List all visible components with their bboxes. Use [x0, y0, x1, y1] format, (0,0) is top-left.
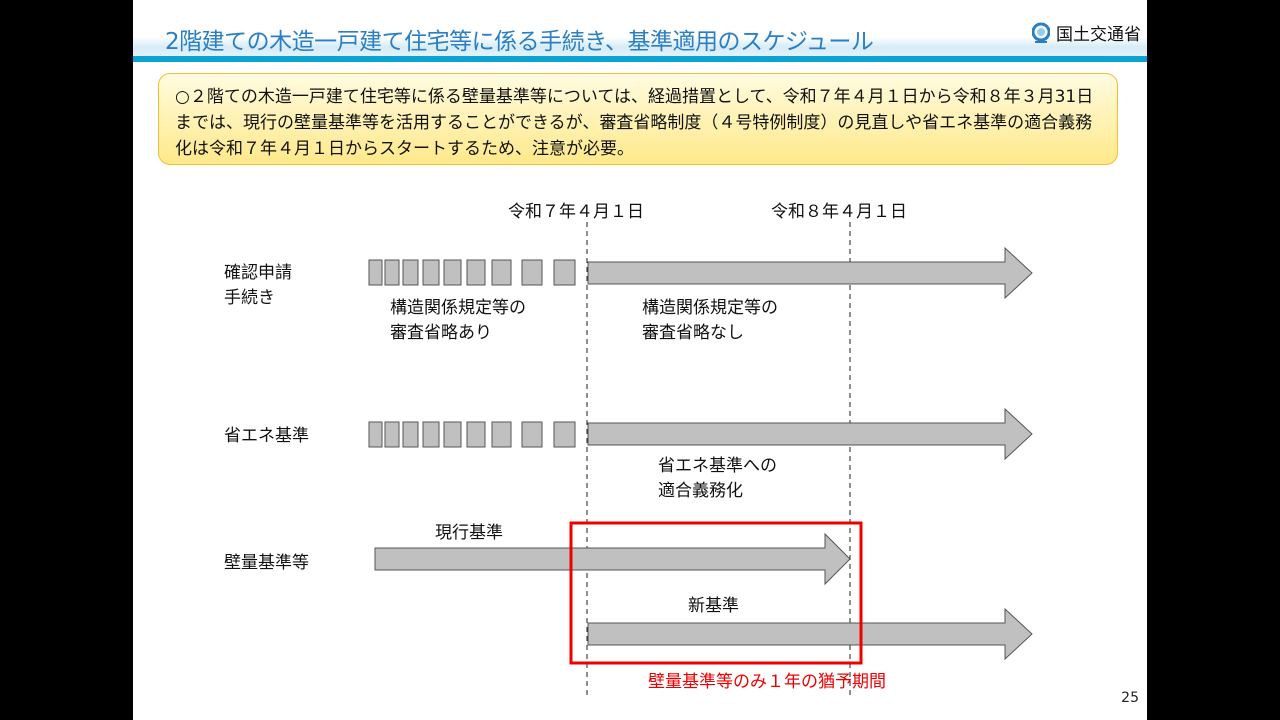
schedule-diagram: 令和７年４月１日 令和８年４月１日 確認申請 手続き 構造関係規定等の 審査省略… [224, 202, 1033, 697]
date-r7: 令和７年４月１日 [508, 202, 644, 222]
row2-after-1: 省エネ基準への [658, 456, 777, 476]
row1-after-1: 構造関係規定等の [642, 298, 778, 318]
current-standard-label: 現行基準 [435, 523, 503, 543]
transition-block [422, 259, 440, 286]
grace-period-highlight [569, 521, 863, 665]
date-r8: 令和８年４月１日 [771, 202, 907, 222]
arrow-current-standard [374, 532, 851, 586]
title-rule [133, 56, 1147, 62]
callout-box: ○２階ての木造一戸建て住宅等に係る壁量基準等については、経過措置として、令和７年… [158, 73, 1118, 165]
slide-title: 2階建ての木造一戸建て住宅等に係る手続き、基準適用のスケジュール [165, 29, 874, 55]
row1-label-1: 確認申請 [224, 263, 292, 283]
row1-label-2: 手続き [224, 288, 275, 308]
row1-after-2: 審査省略なし [642, 323, 744, 343]
transition-block [443, 421, 462, 448]
transition-block [521, 421, 543, 448]
slide: 2階建ての木造一戸建て住宅等に係る手続き、基準適用のスケジュール 国土交通省 ○… [133, 0, 1147, 720]
page-number: 25 [1121, 690, 1139, 706]
transition-block [402, 259, 419, 286]
new-standard-label: 新基準 [688, 596, 739, 616]
row3-label: 壁量基準等 [224, 553, 309, 573]
transition-block [368, 421, 383, 448]
transition-blocks [368, 421, 576, 448]
title-bar: 2階建ての木造一戸建て住宅等に係る手続き、基準適用のスケジュール 国土交通省 [133, 8, 1147, 60]
row1-before-1: 構造関係規定等の [390, 298, 526, 318]
transition-block [384, 259, 400, 286]
arrow-new-standard [587, 607, 1033, 661]
transition-block [491, 421, 512, 448]
transition-block [553, 259, 576, 286]
transition-block [491, 259, 512, 286]
transition-block [402, 421, 419, 448]
row2-after-2: 適合義務化 [658, 481, 743, 501]
arrow-energy [587, 407, 1033, 461]
transition-block [422, 421, 440, 448]
row2-label: 省エネ基準 [224, 426, 309, 446]
transition-blocks [368, 259, 576, 286]
transition-block [384, 421, 400, 448]
transition-block [521, 259, 543, 286]
transition-block [466, 421, 486, 448]
mlit-logo: 国土交通省 [1032, 20, 1141, 45]
transition-block [466, 259, 486, 286]
row1-before-2: 審査省略あり [390, 323, 492, 343]
logo-text: 国土交通省 [1056, 25, 1141, 45]
transition-block [553, 421, 576, 448]
grace-period-note: 壁量基準等のみ１年の猶予期間 [648, 672, 886, 692]
transition-block [368, 259, 383, 286]
transition-block [443, 259, 462, 286]
arrow-procedure [587, 246, 1033, 300]
logo-mark-icon [1032, 22, 1050, 43]
